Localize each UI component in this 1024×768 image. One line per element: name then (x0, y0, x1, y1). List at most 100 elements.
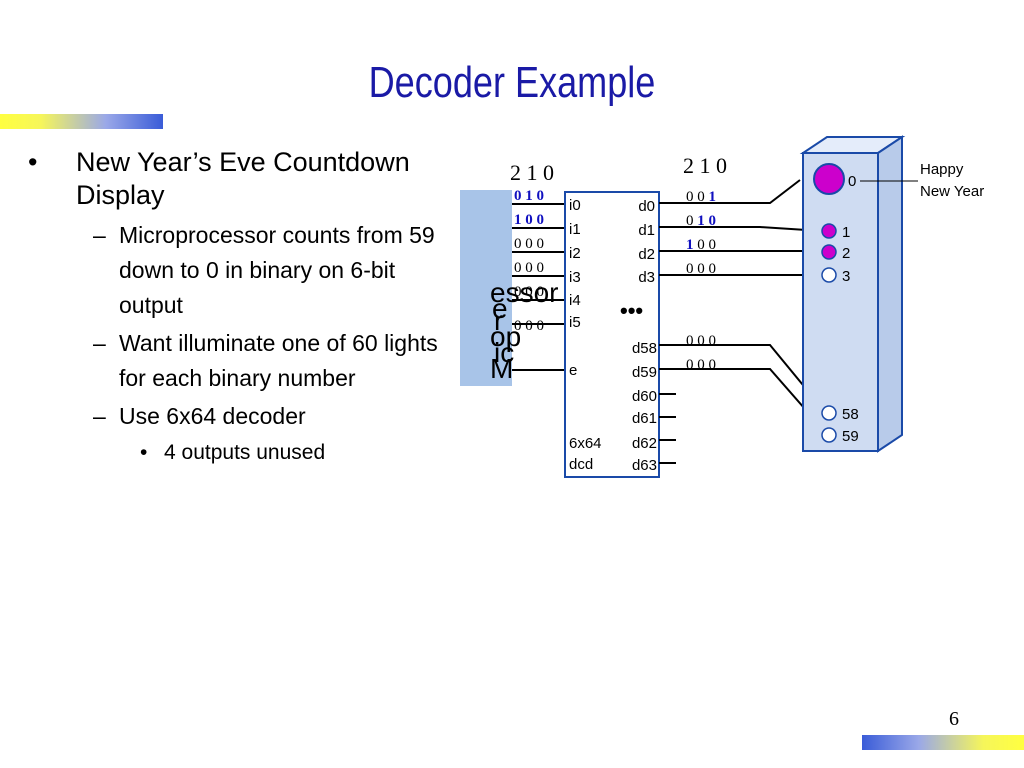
decoder-name-line2: dcd (569, 456, 593, 473)
input-value-row: 1 0 0 (514, 212, 544, 228)
input-bit: 0 (514, 188, 522, 204)
decoder-output-label: d3 (638, 269, 655, 286)
light-label: 58 (842, 406, 859, 423)
decoder-input-label: i3 (569, 269, 581, 286)
input-bit: 0 (537, 318, 545, 334)
processor-label-part: essor (490, 277, 558, 308)
processor-label-part: op (490, 321, 521, 352)
light-2 (821, 244, 837, 260)
input-bit: 0 (537, 284, 545, 300)
output-wire-d58 (659, 344, 827, 414)
ellipsis-icon: ••• (620, 298, 643, 323)
decorative-bar-top (0, 114, 163, 129)
output-bit-highlight: 1 (697, 213, 705, 229)
bullet-marker: • (28, 147, 38, 177)
output-wire-d59 (659, 368, 827, 434)
light-0-lit (813, 163, 845, 195)
decoder-box (564, 191, 660, 478)
output-bit: 0 (697, 261, 705, 277)
input-bit: 0 (514, 260, 522, 276)
decorative-bar-bottom (862, 735, 1024, 750)
input-bit: 0 (537, 236, 545, 252)
lights (813, 163, 845, 443)
input-bits-header: 2 1 0 (510, 160, 554, 185)
input-bit: 0 (514, 236, 522, 252)
panel-side (877, 135, 903, 453)
output-bit: 0 (686, 333, 694, 349)
output-value-row: 0 1 0 (686, 213, 716, 229)
sub-bullet-1-text: Microprocessor counts from 59 down to 0 … (119, 222, 435, 318)
decoder-output-label: d58 (632, 340, 657, 357)
output-bit: 0 (709, 213, 717, 229)
bullet-main: • New Year’s Eve Countdown Display (28, 146, 448, 212)
output-bit: 0 (697, 333, 705, 349)
output-bit: 0 (709, 357, 717, 373)
light-panel (799, 135, 906, 453)
bullet-main-text: New Year’s Eve Countdown Display (76, 147, 410, 210)
input-bit: 0 (525, 212, 533, 228)
processor-label-part: r (494, 305, 503, 336)
output-value-row: 0 0 0 (686, 357, 716, 373)
subsub-bullet-1: •4 outputs unused (28, 437, 448, 469)
processor-label-part: M (490, 353, 513, 384)
sub-bullet-3-text: Use 6x64 decoder (119, 403, 306, 429)
dash-marker: – (93, 403, 106, 429)
decoder-input-label: i5 (569, 314, 581, 331)
processor-label: essor e r op ic M (490, 277, 558, 384)
output-bit: 0 (686, 357, 694, 373)
sub-bullet-2-text: Want illuminate one of 60 lights for eac… (119, 330, 438, 391)
input-bit: 0 (525, 260, 533, 276)
input-bit: 0 (525, 284, 533, 300)
callout-line1: Happy (920, 161, 964, 178)
decoder-output-label: d2 (638, 246, 655, 263)
output-bit: 0 (697, 189, 705, 205)
subsub-bullet-1-text: 4 outputs unused (164, 441, 326, 464)
decoder-output-label: d60 (632, 388, 657, 405)
light-labels: 0 1 2 3 58 59 (842, 173, 859, 445)
output-bit: 0 (709, 333, 717, 349)
decoder-output-label: d62 (632, 435, 657, 452)
decoder-output-label: d63 (632, 457, 657, 474)
sub-bullet-3: –Use 6x64 decoder (28, 399, 448, 434)
decoder-input-label: i4 (569, 292, 581, 309)
input-value-row: 0 0 0 (514, 284, 544, 300)
bullet-list: •New Year’s Eve Countdown Display –Micro… (28, 146, 448, 469)
input-value-row: 0 0 0 (514, 260, 544, 276)
output-wire-d0 (659, 179, 801, 204)
output-value-row: 0 0 1 (686, 189, 716, 205)
light-label: 0 (848, 173, 856, 190)
input-wires (512, 203, 565, 371)
input-bit: 0 (537, 188, 545, 204)
light-label: 1 (842, 224, 850, 241)
light-label: 3 (842, 268, 850, 285)
dash-marker: – (93, 330, 106, 356)
output-wire-d1 (659, 226, 823, 232)
output-bit: 0 (686, 213, 694, 229)
output-bit: 0 (697, 357, 705, 373)
processor-label-part: e (492, 293, 508, 324)
input-bit: 1 (514, 212, 522, 228)
input-bit: 0 (525, 318, 533, 334)
input-bit: 1 (525, 188, 533, 204)
input-bit: 0 (514, 318, 522, 334)
output-wires (659, 179, 827, 464)
processor-label-part: ic (494, 337, 514, 368)
decoder-name-line1: 6x64 (569, 435, 602, 452)
decoder-output-label: d61 (632, 410, 657, 427)
input-bit: 0 (525, 236, 533, 252)
output-values: 0 0 1 0 1 0 1 0 0 0 0 0 0 0 0 0 0 0 (686, 189, 716, 373)
decoder-output-label: d0 (638, 198, 655, 215)
decoder-input-labels: i0 i1 i2 i3 i4 i5 e 6x64 dcd (569, 197, 602, 473)
slide-title: Decoder Example (368, 58, 656, 107)
input-bit: 0 (514, 284, 522, 300)
output-value-row: 0 0 0 (686, 333, 716, 349)
microprocessor-block (460, 190, 512, 386)
output-bits-header: 2 1 0 (683, 153, 727, 178)
input-values: 0 1 0 1 0 0 0 0 0 0 0 0 0 0 0 0 0 0 (514, 188, 544, 334)
output-bit: 0 (697, 237, 705, 253)
input-value-row: 0 0 0 (514, 318, 544, 334)
decoder-input-label: i0 (569, 197, 581, 214)
light-1 (821, 223, 837, 239)
light-label: 59 (842, 428, 859, 445)
